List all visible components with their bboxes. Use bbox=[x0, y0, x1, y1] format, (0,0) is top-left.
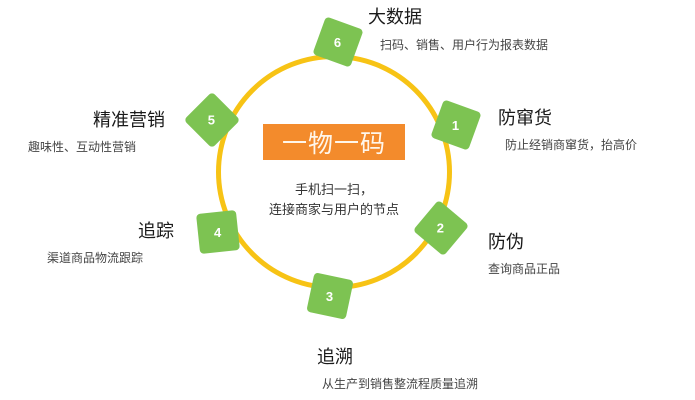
center-desc-line1: 手机扫一扫， bbox=[294, 183, 373, 198]
node-desc-5: 趣味性、互动性营销 bbox=[28, 140, 137, 154]
node-desc-6: 扫码、销售、用户行为报表数据 bbox=[380, 38, 549, 52]
node-number: 6 bbox=[334, 34, 342, 50]
node-desc-4: 渠道商品物流跟踪 bbox=[47, 251, 144, 265]
node-badge-3: 3 bbox=[306, 272, 354, 320]
node-desc-2: 查询商品正品 bbox=[488, 262, 561, 276]
node-title-4: 追踪 bbox=[138, 221, 174, 242]
node-desc-1: 防止经销商窜货，抬高价 bbox=[505, 138, 638, 152]
node-title-3: 追溯 bbox=[317, 347, 353, 368]
node-number: 2 bbox=[437, 220, 445, 236]
node-number: 1 bbox=[452, 117, 460, 133]
node-title-6: 大数据 bbox=[368, 7, 422, 28]
cycle-ring bbox=[216, 54, 452, 290]
node-badge-4: 4 bbox=[196, 210, 240, 254]
node-number: 4 bbox=[214, 224, 222, 240]
node-title-1: 防窜货 bbox=[498, 108, 552, 129]
node-title-2: 防伪 bbox=[488, 232, 524, 253]
center-description: 手机扫一扫， 连接商家与用户的节点 bbox=[240, 181, 428, 221]
node-number: 3 bbox=[326, 288, 334, 304]
center-title: 一物一码 bbox=[263, 124, 405, 160]
center-desc-line2: 连接商家与用户的节点 bbox=[268, 203, 399, 218]
node-title-5: 精准营销 bbox=[93, 110, 165, 131]
node-desc-3: 从生产到销售整流程质量追溯 bbox=[322, 377, 479, 391]
node-number: 5 bbox=[208, 112, 216, 128]
